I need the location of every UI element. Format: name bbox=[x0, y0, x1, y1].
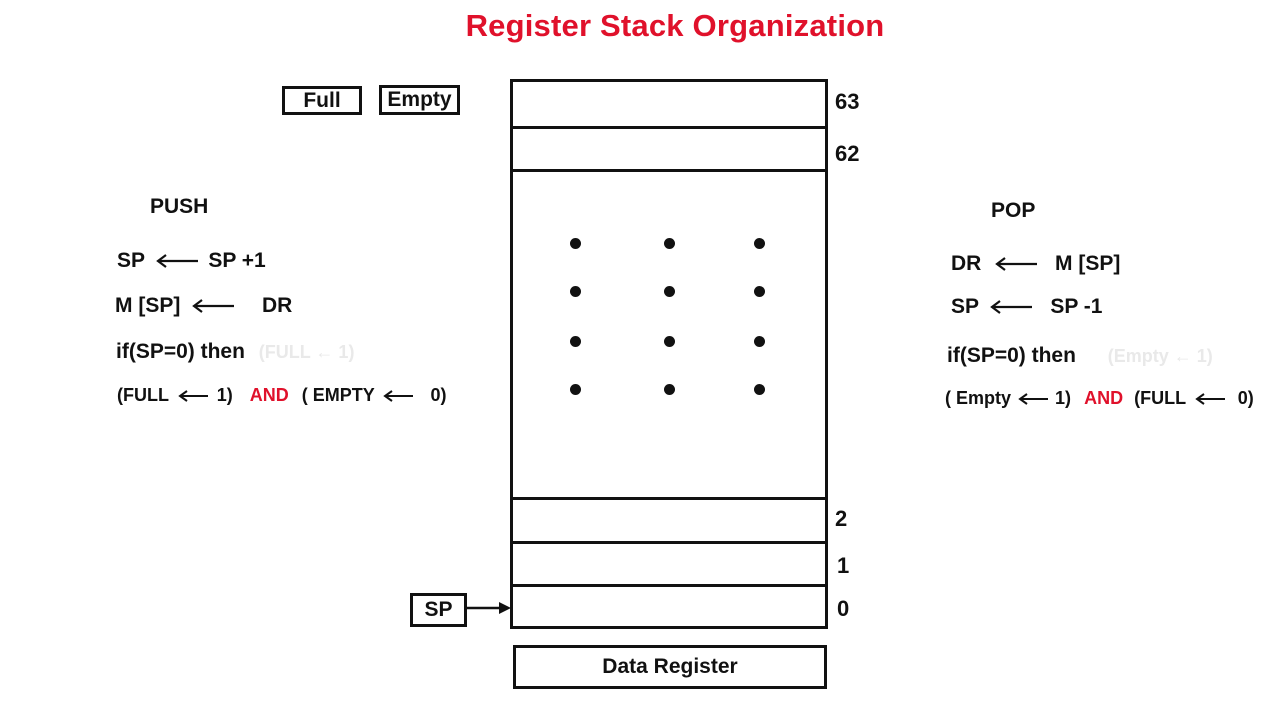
pop-line-2-right: SP -1 bbox=[1050, 295, 1103, 318]
push-line-2-right: DR bbox=[262, 294, 293, 317]
dot bbox=[570, 238, 581, 249]
dot bbox=[664, 384, 675, 395]
empty-flag-box: Empty bbox=[379, 85, 460, 115]
pop-and-keyword: AND bbox=[1084, 388, 1124, 408]
sp-arrow-icon bbox=[466, 602, 511, 614]
empty-flag-label: Empty bbox=[387, 88, 452, 111]
dot bbox=[570, 336, 581, 347]
stack-index-1: 1 bbox=[837, 553, 850, 578]
left-arrow-icon bbox=[990, 300, 1033, 315]
push-and-keyword: AND bbox=[249, 385, 289, 405]
data-register-label: Data Register bbox=[602, 655, 738, 678]
push-line-4-part1: (FULL bbox=[117, 385, 169, 405]
left-arrow-icon bbox=[177, 390, 208, 403]
push-line-4: (FULL 1) AND ( EMPTY 0) bbox=[117, 385, 446, 406]
pop-line-1: DR M [SP] bbox=[951, 252, 1120, 276]
pop-line-2: SP SP -1 bbox=[951, 295, 1102, 319]
dot bbox=[570, 384, 581, 395]
stack-divider bbox=[513, 126, 825, 129]
stack-index-63: 63 bbox=[835, 89, 860, 114]
push-line-4-part2b: 0) bbox=[430, 385, 447, 405]
dot bbox=[664, 336, 675, 347]
push-line-4-part2: ( EMPTY bbox=[301, 385, 375, 405]
full-flag-box: Full bbox=[282, 86, 362, 115]
pop-faded-text: (Empty ← 1) bbox=[1107, 346, 1213, 366]
push-line-4-part1b: 1) bbox=[216, 385, 233, 405]
stack-divider bbox=[513, 584, 825, 587]
dot bbox=[664, 286, 675, 297]
pop-line-4: ( Empty 1) AND (FULL 0) bbox=[945, 388, 1254, 409]
pop-line-4-part1b: 1) bbox=[1055, 388, 1072, 408]
dot bbox=[664, 238, 675, 249]
pop-line-4-part2b: 0) bbox=[1237, 388, 1254, 408]
push-line-2-left: M [SP] bbox=[115, 294, 181, 317]
push-line-1-left: SP bbox=[117, 249, 145, 272]
left-arrow-icon bbox=[995, 257, 1038, 272]
dot bbox=[754, 336, 765, 347]
stack-divider bbox=[513, 169, 825, 172]
pop-line-1-right: M [SP] bbox=[1055, 252, 1121, 275]
pop-heading: POP bbox=[991, 199, 1036, 222]
push-line-3: if(SP=0) then (FULL ← 1) bbox=[116, 340, 354, 364]
push-condition: if(SP=0) then bbox=[116, 340, 245, 363]
stack-index-62: 62 bbox=[835, 141, 860, 166]
stack-divider bbox=[513, 497, 825, 500]
left-arrow-icon bbox=[156, 254, 199, 269]
left-arrow-icon bbox=[1195, 393, 1225, 406]
sp-pointer-label: SP bbox=[424, 598, 453, 621]
stack-index-0: 0 bbox=[837, 596, 850, 621]
dot bbox=[754, 286, 765, 297]
page-title: Register Stack Organization bbox=[465, 8, 885, 43]
pop-line-4-part1: ( Empty bbox=[945, 388, 1012, 408]
pop-condition: if(SP=0) then bbox=[947, 344, 1076, 367]
sp-pointer-box: SP bbox=[410, 593, 467, 627]
pop-line-2-left: SP bbox=[951, 295, 979, 318]
left-arrow-icon bbox=[1018, 393, 1049, 406]
pop-line-3: if(SP=0) then (Empty ← 1) bbox=[947, 344, 1213, 368]
pop-line-4-part2: (FULL bbox=[1134, 388, 1186, 408]
dot bbox=[754, 238, 765, 249]
left-arrow-icon bbox=[383, 390, 414, 403]
push-line-1: SP SP +1 bbox=[117, 249, 266, 273]
dot bbox=[754, 384, 765, 395]
stack-divider bbox=[513, 541, 825, 544]
push-heading: PUSH bbox=[150, 195, 209, 218]
stack-index-2: 2 bbox=[835, 506, 848, 531]
full-flag-label: Full bbox=[303, 89, 341, 112]
push-faded-text: (FULL ← 1) bbox=[258, 342, 355, 362]
push-line-2: M [SP] DR bbox=[115, 294, 292, 318]
left-arrow-icon bbox=[192, 299, 235, 314]
pop-line-1-left: DR bbox=[951, 252, 982, 275]
dot bbox=[570, 286, 581, 297]
register-stack bbox=[510, 79, 828, 629]
push-line-1-right: SP +1 bbox=[208, 249, 266, 272]
data-register-box: Data Register bbox=[513, 645, 827, 689]
